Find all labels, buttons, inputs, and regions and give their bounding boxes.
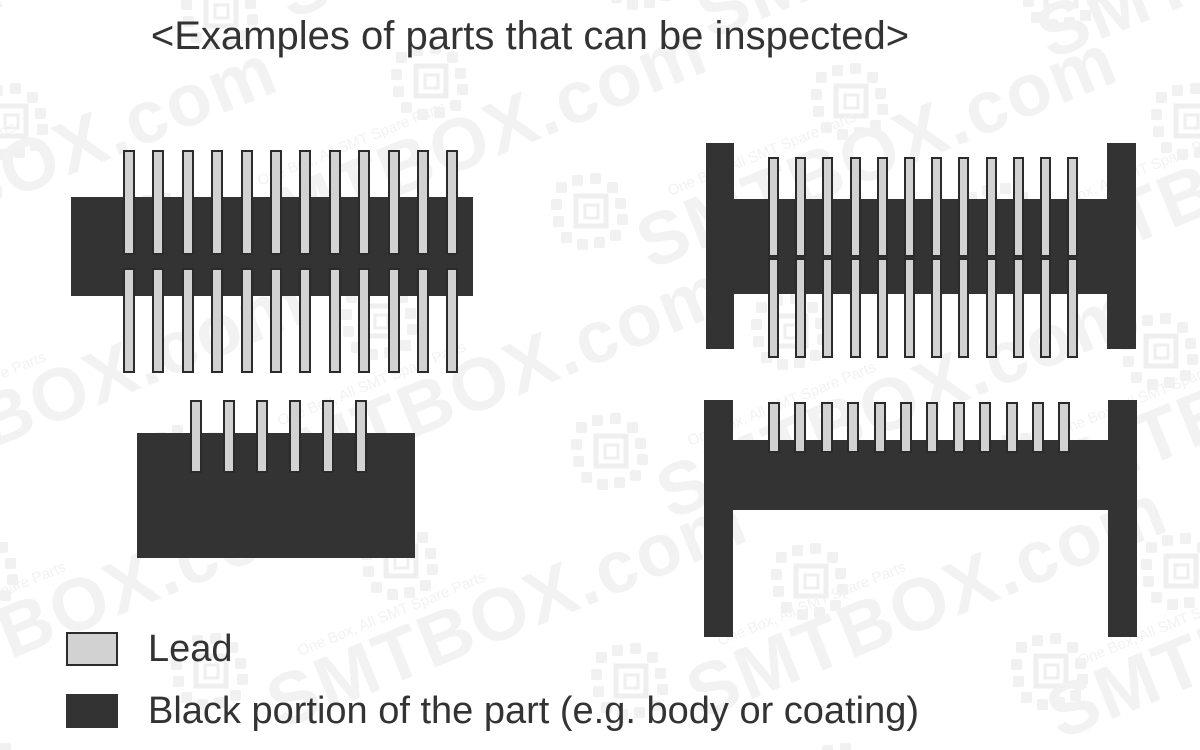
lead <box>1013 258 1024 358</box>
lead <box>986 258 997 358</box>
lead <box>329 150 341 255</box>
body-segment <box>704 400 733 637</box>
body-swatch <box>66 694 118 728</box>
lead <box>768 157 779 257</box>
legend-item-black-portion: Black portion of the part (e.g. body or … <box>66 680 919 742</box>
lead <box>822 157 833 257</box>
lead <box>850 258 861 358</box>
lead <box>900 402 912 453</box>
lead <box>822 258 833 358</box>
lead <box>182 268 194 373</box>
lead <box>794 402 806 453</box>
lead <box>931 157 942 257</box>
lead <box>821 402 833 453</box>
lead <box>953 402 965 453</box>
lead <box>874 402 886 453</box>
lead <box>768 258 779 358</box>
lead <box>931 258 942 358</box>
lead <box>358 150 370 255</box>
lead <box>768 402 780 453</box>
lead <box>926 402 938 453</box>
lead <box>355 400 367 473</box>
lead <box>958 258 969 358</box>
lead <box>123 268 135 373</box>
lead <box>979 402 991 453</box>
lead <box>446 150 458 255</box>
lead <box>241 268 253 373</box>
lead <box>877 157 888 257</box>
lead <box>329 268 341 373</box>
lead <box>986 157 997 257</box>
lead <box>211 150 223 255</box>
lead <box>152 150 164 255</box>
legend-label-lead: Lead <box>148 627 233 670</box>
lead <box>1058 402 1070 453</box>
body-segment <box>1108 400 1137 637</box>
lead <box>1040 157 1051 257</box>
lead <box>190 400 202 473</box>
lead <box>446 268 458 373</box>
lead <box>1032 402 1044 453</box>
lead <box>1067 258 1078 358</box>
legend-item-lead: Lead <box>66 618 919 680</box>
lead <box>123 150 135 255</box>
page-title: <Examples of parts that can be inspected… <box>150 14 910 58</box>
lead <box>847 402 859 453</box>
lead <box>289 400 301 473</box>
lead <box>417 268 429 373</box>
lead <box>270 150 282 255</box>
lead <box>795 157 806 257</box>
lead <box>795 258 806 358</box>
lead <box>1040 258 1051 358</box>
lead <box>256 400 268 473</box>
lead <box>1067 157 1078 257</box>
lead <box>358 268 370 373</box>
lead <box>388 150 400 255</box>
lead <box>299 150 311 255</box>
lead <box>388 268 400 373</box>
lead <box>223 400 235 473</box>
lead <box>877 258 888 358</box>
lead <box>417 150 429 255</box>
lead-swatch <box>66 632 118 666</box>
legend: Lead Black portion of the part (e.g. bod… <box>66 618 919 742</box>
lead <box>270 268 282 373</box>
lead <box>904 157 915 257</box>
lead <box>958 157 969 257</box>
lead <box>211 268 223 373</box>
lead <box>1013 157 1024 257</box>
legend-label-black-portion: Black portion of the part (e.g. body or … <box>148 689 919 732</box>
lead <box>1006 402 1018 453</box>
lead <box>241 150 253 255</box>
lead <box>152 268 164 373</box>
body-segment <box>137 433 415 558</box>
lead <box>322 400 334 473</box>
lead <box>182 150 194 255</box>
lead <box>904 258 915 358</box>
lead <box>850 157 861 257</box>
lead <box>299 268 311 373</box>
